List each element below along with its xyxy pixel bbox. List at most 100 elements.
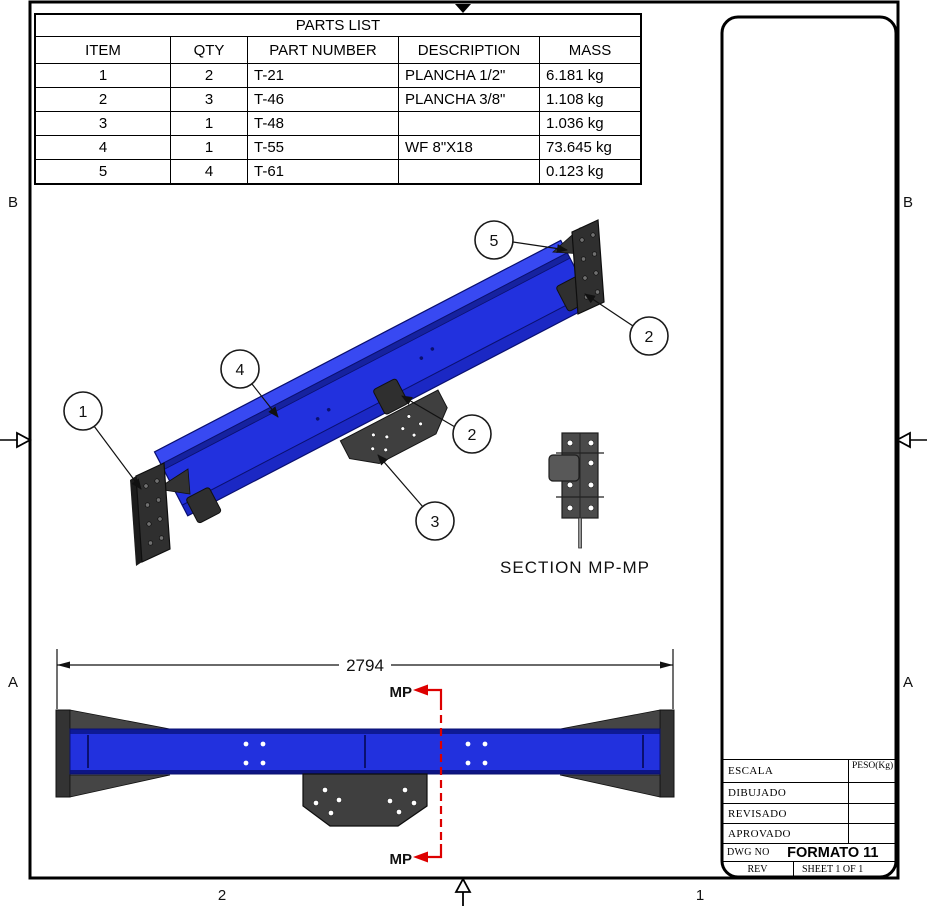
cell-qty: 4	[171, 159, 248, 183]
top-center-mark-icon	[455, 4, 471, 13]
peso-label: PESO(Kg)	[852, 761, 894, 771]
svg-text:2: 2	[468, 427, 477, 444]
escala-label: ESCALA	[722, 760, 849, 782]
section-holes	[566, 439, 595, 512]
right-center-mark-icon	[895, 431, 911, 449]
dibujado-label: DIBUJADO	[722, 783, 849, 803]
cell-description: WF 8"X18	[399, 135, 540, 159]
dimension-2794: 2794	[56, 649, 674, 709]
mp-label-bottom: MP	[390, 851, 413, 868]
cell-part-number: T-46	[248, 87, 399, 111]
balloon-4: 4	[220, 349, 260, 389]
isometric-view: 1 4 5 2 2 3	[63, 219, 669, 566]
aprovado-value	[849, 824, 896, 843]
parts-list-title: PARTS LIST	[295, 17, 381, 34]
title-block-row-revisado: REVISADO	[722, 803, 896, 823]
cell-part-number: T-21	[248, 63, 399, 87]
cell-qty: 1	[171, 135, 248, 159]
zone-letter-right-a: A	[903, 674, 913, 691]
title-block-row-dwg: DWG NO FORMATO 11	[722, 843, 896, 861]
balloon-3: 3	[415, 501, 455, 541]
cell-item: 2	[36, 87, 171, 111]
mp-arrow-top-icon	[413, 684, 428, 696]
cell-part-number: T-55	[248, 135, 399, 159]
cell-item: 5	[36, 159, 171, 183]
col-header-qty: QTY	[171, 36, 248, 63]
title-block-row-aprovado: APROVADO	[722, 823, 896, 843]
title-block-row-dibujado: DIBUJADO	[722, 782, 896, 803]
svg-text:3: 3	[431, 514, 440, 531]
cell-description	[399, 111, 540, 135]
title-block: ESCALA PESO(Kg) DIBUJADO REVISADO APROVA…	[722, 759, 896, 877]
cell-description	[399, 159, 540, 183]
balloon-leader-lines	[93, 241, 634, 508]
mp-label-top: MP	[390, 684, 413, 701]
cell-item: 1	[36, 63, 171, 87]
zone-number-2: 2	[218, 887, 226, 904]
dwg-no-value: FORMATO 11	[787, 844, 879, 861]
col-header-item: ITEM	[36, 36, 171, 63]
svg-text:2: 2	[645, 329, 654, 346]
revisado-value	[849, 804, 896, 823]
zone-letter-left-b: B	[8, 194, 18, 211]
rev-label: REV	[722, 862, 794, 877]
cell-mass: 6.181 kg	[540, 63, 640, 87]
cell-item: 4	[36, 135, 171, 159]
cell-mass: 1.108 kg	[540, 87, 640, 111]
balloon-5: 5	[474, 220, 514, 260]
section-stem	[578, 517, 582, 549]
front-view: 2794	[55, 649, 675, 868]
cell-qty: 1	[171, 111, 248, 135]
section-label: SECTION MP-MP	[500, 558, 650, 577]
stiffener-plate-item-2-center	[373, 378, 409, 415]
balloon-2-top: 2	[629, 316, 669, 356]
front-beam-holes	[243, 741, 488, 766]
col-header-description: DESCRIPTION	[399, 36, 540, 63]
cell-part-number: T-61	[248, 159, 399, 183]
cell-mass: 1.036 kg	[540, 111, 640, 135]
title-block-row-escala: ESCALA PESO(Kg)	[722, 759, 896, 782]
zone-letter-left-a: A	[8, 674, 18, 691]
aprovado-label: APROVADO	[722, 824, 849, 843]
svg-text:1: 1	[79, 404, 88, 421]
cell-part-number: T-48	[248, 111, 399, 135]
sheet-label: SHEET 1 OF 1	[802, 864, 864, 875]
col-header-mass: MASS	[540, 36, 640, 63]
col-header-part-number: PART NUMBER	[248, 36, 399, 63]
zone-letter-right-b: B	[903, 194, 913, 211]
dwg-no-label: DWG NO	[727, 847, 770, 858]
cell-item: 3	[36, 111, 171, 135]
cell-description: PLANCHA 3/8"	[399, 87, 540, 111]
cell-description: PLANCHA 1/2"	[399, 63, 540, 87]
end-plate-item-1-left	[130, 462, 171, 566]
dimension-value: 2794	[346, 656, 384, 675]
balloon-1: 1	[63, 391, 103, 431]
cell-qty: 3	[171, 87, 248, 111]
front-beam	[69, 728, 661, 775]
svg-text:4: 4	[236, 362, 245, 379]
end-plate-right	[571, 219, 605, 315]
front-center-plate	[302, 773, 428, 827]
left-center-mark-icon	[16, 431, 32, 449]
zone-number-1: 1	[696, 887, 704, 904]
svg-text:5: 5	[490, 233, 499, 250]
beam-web-holes	[315, 347, 435, 421]
beam-web	[163, 258, 589, 506]
parts-list-table: PARTS LIST ITEM QTY PART NUMBER DESCRIPT…	[34, 13, 642, 185]
cell-qty: 2	[171, 63, 248, 87]
front-right-bracket	[559, 709, 675, 798]
cell-mass: 0.123 kg	[540, 159, 640, 183]
beam-flange-lip	[160, 252, 570, 470]
dibujado-value	[849, 783, 896, 803]
center-gusset-item-3	[339, 389, 448, 464]
beam-item-4	[153, 239, 595, 524]
bottom-center-mark-icon	[454, 877, 472, 893]
section-block	[548, 454, 580, 482]
front-left-bracket	[55, 709, 171, 798]
stiffener-plate-item-2-left	[186, 487, 222, 524]
cell-mass: 73.645 kg	[540, 135, 640, 159]
revisado-label: REVISADO	[722, 804, 849, 823]
